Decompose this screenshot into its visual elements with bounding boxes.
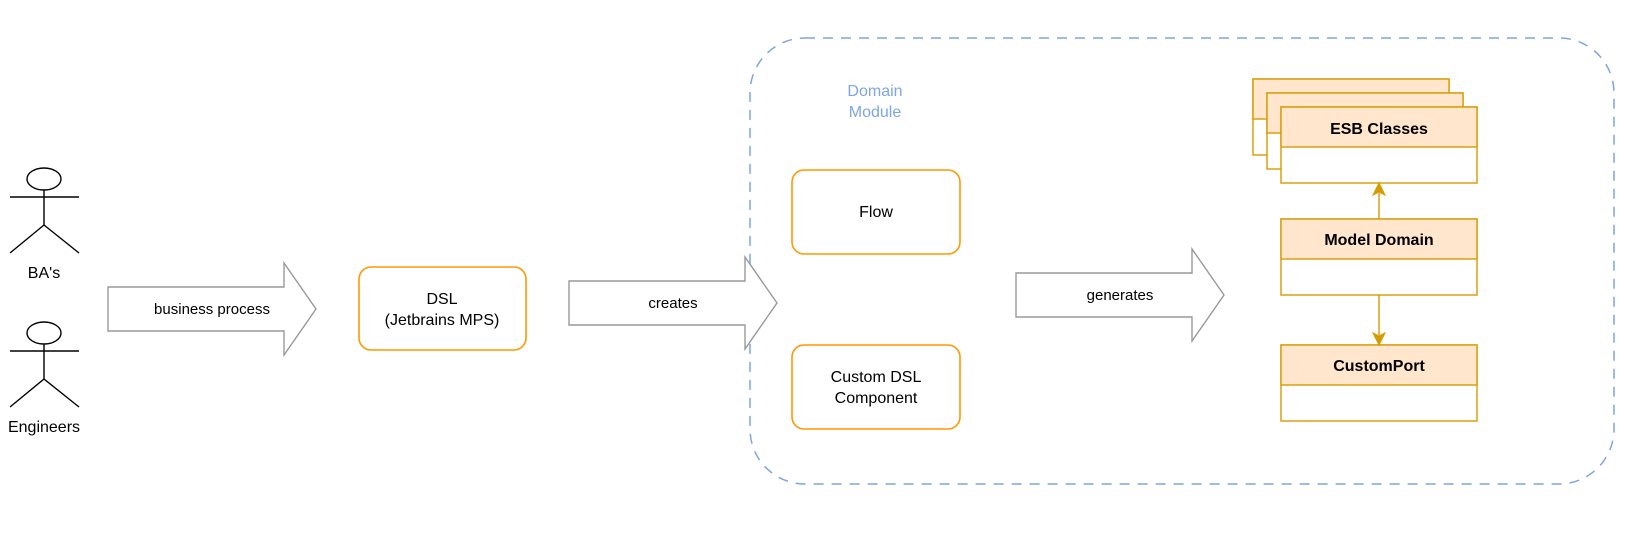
model-domain-class <box>1280 218 1478 296</box>
generates-label: generates <box>1087 287 1154 304</box>
custom-dsl-component-box <box>791 344 961 430</box>
dsl-box <box>358 266 527 351</box>
engineers-actor-icon <box>9 321 80 408</box>
business-process-label: business process <box>154 301 270 318</box>
engineers-actor-label: Engineers <box>8 419 80 436</box>
esb-classes-label: ESB Classes <box>1330 121 1428 138</box>
domain-module-label: Domain <box>847 83 902 100</box>
model-to-esb-connector <box>1371 181 1387 219</box>
creates-arrow <box>568 254 778 352</box>
dsl-label: DSL <box>426 291 457 308</box>
model-to-customport-connector <box>1371 295 1387 347</box>
domain-module-container <box>749 37 1615 485</box>
dsl-label-2: (Jetbrains MPS) <box>385 312 500 329</box>
custom-dsl-component-label: Custom DSL <box>831 369 922 386</box>
custom-dsl-component-label-2: Component <box>835 390 918 407</box>
domain-module-label-2: Module <box>849 104 902 121</box>
esb-classes-stack <box>1252 78 1478 184</box>
model-domain-label: Model Domain <box>1324 232 1433 249</box>
flow-label: Flow <box>859 204 893 221</box>
ba-actor-label: BA's <box>28 265 60 282</box>
ba-actor-icon <box>9 167 80 254</box>
custom-port-label: CustomPort <box>1333 358 1425 375</box>
flow-box <box>791 169 961 255</box>
business-process-arrow <box>107 260 317 358</box>
custom-port-class <box>1280 344 1478 422</box>
generates-arrow <box>1015 246 1225 344</box>
creates-label: creates <box>648 295 697 312</box>
